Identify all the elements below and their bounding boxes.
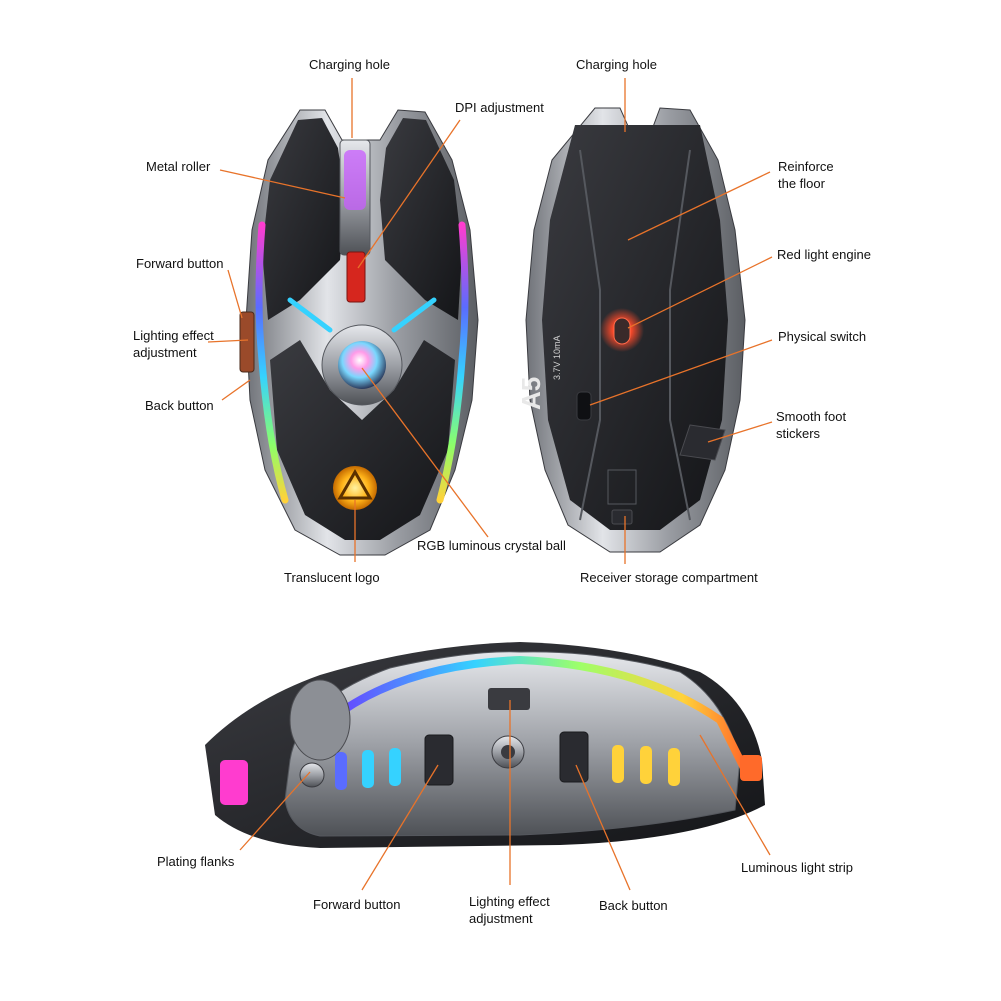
label-dpi-adjustment: DPI adjustment (455, 100, 544, 115)
label-forward-button-side: Forward button (313, 897, 401, 912)
leader-lines (207, 78, 773, 891)
label-line: Lighting effect (133, 328, 214, 343)
label-smooth-foot: Smooth foot stickers (776, 408, 846, 442)
label-line: adjustment (133, 345, 197, 360)
side-led-bars-left (335, 748, 401, 790)
spec-print: 3.7V 10mA (552, 335, 562, 380)
label-translucent-logo: Translucent logo (284, 570, 380, 585)
label-plating-flanks: Plating flanks (157, 854, 235, 869)
model-print: A5 (516, 377, 546, 410)
label-charging-hole-bottom: Charging hole (576, 57, 657, 72)
label-line: Smooth foot (776, 409, 847, 424)
label-back-button-side: Back button (599, 898, 668, 913)
label-line: adjustment (469, 911, 533, 926)
label-line: Reinforce (778, 159, 834, 174)
label-luminous-strip: Luminous light strip (741, 860, 853, 875)
bottom-view-mouse: A5 3.7V 10mA (516, 107, 746, 553)
label-charging-hole-top: Charging hole (309, 57, 390, 72)
label-receiver-storage: Receiver storage compartment (580, 570, 758, 585)
label-red-light-engine: Red light engine (777, 247, 871, 262)
label-line: the floor (778, 176, 825, 191)
label-back-button-top: Back button (145, 398, 214, 413)
label-metal-roller: Metal roller (146, 159, 211, 174)
label-line: Lighting effect (469, 894, 550, 909)
side-view-mouse (205, 642, 765, 848)
label-forward-button-top: Forward button (136, 256, 224, 271)
label-physical-switch: Physical switch (778, 329, 867, 344)
label-rgb-crystal-ball: RGB luminous crystal ball (417, 538, 566, 553)
top-view-mouse (239, 109, 479, 556)
label-lighting-effect-top: Lighting effect adjustment (133, 327, 214, 361)
label-lighting-effect-side: Lighting effect adjustment (469, 893, 550, 927)
label-reinforce-floor: Reinforce the floor (778, 158, 834, 192)
side-led-bars-right (612, 745, 680, 786)
label-line: stickers (776, 426, 821, 441)
